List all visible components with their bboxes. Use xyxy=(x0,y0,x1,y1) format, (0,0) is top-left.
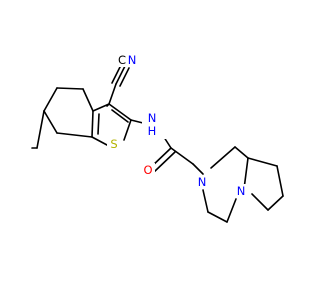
bond-carbonyl-ch2 xyxy=(170,147,194,165)
bonds xyxy=(31,64,284,223)
bond-c-a-c8a xyxy=(234,146,249,159)
cyano-c-label: C xyxy=(118,53,126,67)
molecule-structure-diagram: N C N H S O N N xyxy=(31,53,284,223)
bond-c-b-c-c xyxy=(207,211,228,223)
amide-h-label: H xyxy=(148,124,157,138)
bond-s-c7a xyxy=(91,136,108,146)
bond-c-c-n1 xyxy=(202,189,209,213)
piperazine-nitrogen-1-atom: N xyxy=(195,175,209,189)
bond-c-d-c-e xyxy=(267,195,284,211)
bond-c3-c2 xyxy=(108,103,132,121)
bond-nitrile-c3 xyxy=(108,83,117,105)
bond-c2-s xyxy=(123,119,132,141)
piperazine-n1-label: N xyxy=(198,175,207,189)
bond-c2-nh xyxy=(130,119,144,124)
bond-c7a-c3a-double xyxy=(97,113,100,135)
thiophene-sulfur-atom: S xyxy=(107,137,121,151)
bond-c8a-n2 xyxy=(243,157,249,190)
bond-cyano-triple-2 xyxy=(111,64,122,84)
bond-c3a-c3 xyxy=(92,103,110,112)
piperazine-nitrogen-2-atom: N xyxy=(234,184,248,198)
bond-c6-c7 xyxy=(43,110,58,134)
cyano-nitrogen-atom: N xyxy=(125,53,139,67)
bond-c4-c5 xyxy=(56,87,84,90)
bond-c6-methyl xyxy=(36,110,45,149)
bond-c-f-c8a xyxy=(247,157,278,167)
cyano-n-label: N xyxy=(128,53,137,67)
sulfur-label: S xyxy=(110,137,117,151)
atom-labels: N C N H S O N N xyxy=(107,53,248,198)
bond-n2-c-d xyxy=(251,193,269,211)
bond-c7a-c3a xyxy=(91,110,94,138)
bond-c3-c2-double xyxy=(111,109,129,123)
bond-cyano-triple-1 xyxy=(115,65,126,85)
bond-c5-c6 xyxy=(43,87,58,112)
cyano-carbon-atom: C xyxy=(117,53,126,67)
bond-n1-c-a xyxy=(210,146,236,169)
amide-nh-group: N H xyxy=(142,111,166,139)
oxygen-label: O xyxy=(143,163,152,177)
carbonyl-oxygen-atom: O xyxy=(141,163,155,177)
bond-ch2-piperazine-n xyxy=(192,163,204,175)
bond-c7-c7a xyxy=(56,132,93,138)
piperazine-n2-label: N xyxy=(237,184,246,198)
bond-carbonyl-o-double xyxy=(153,151,176,173)
amide-n-label: N xyxy=(148,111,157,125)
bond-c3a-c4 xyxy=(82,88,94,112)
bond-c-e-c-f xyxy=(276,165,284,197)
bond-cyano-triple-3 xyxy=(119,67,130,87)
bond-n2-c-b xyxy=(226,198,237,223)
